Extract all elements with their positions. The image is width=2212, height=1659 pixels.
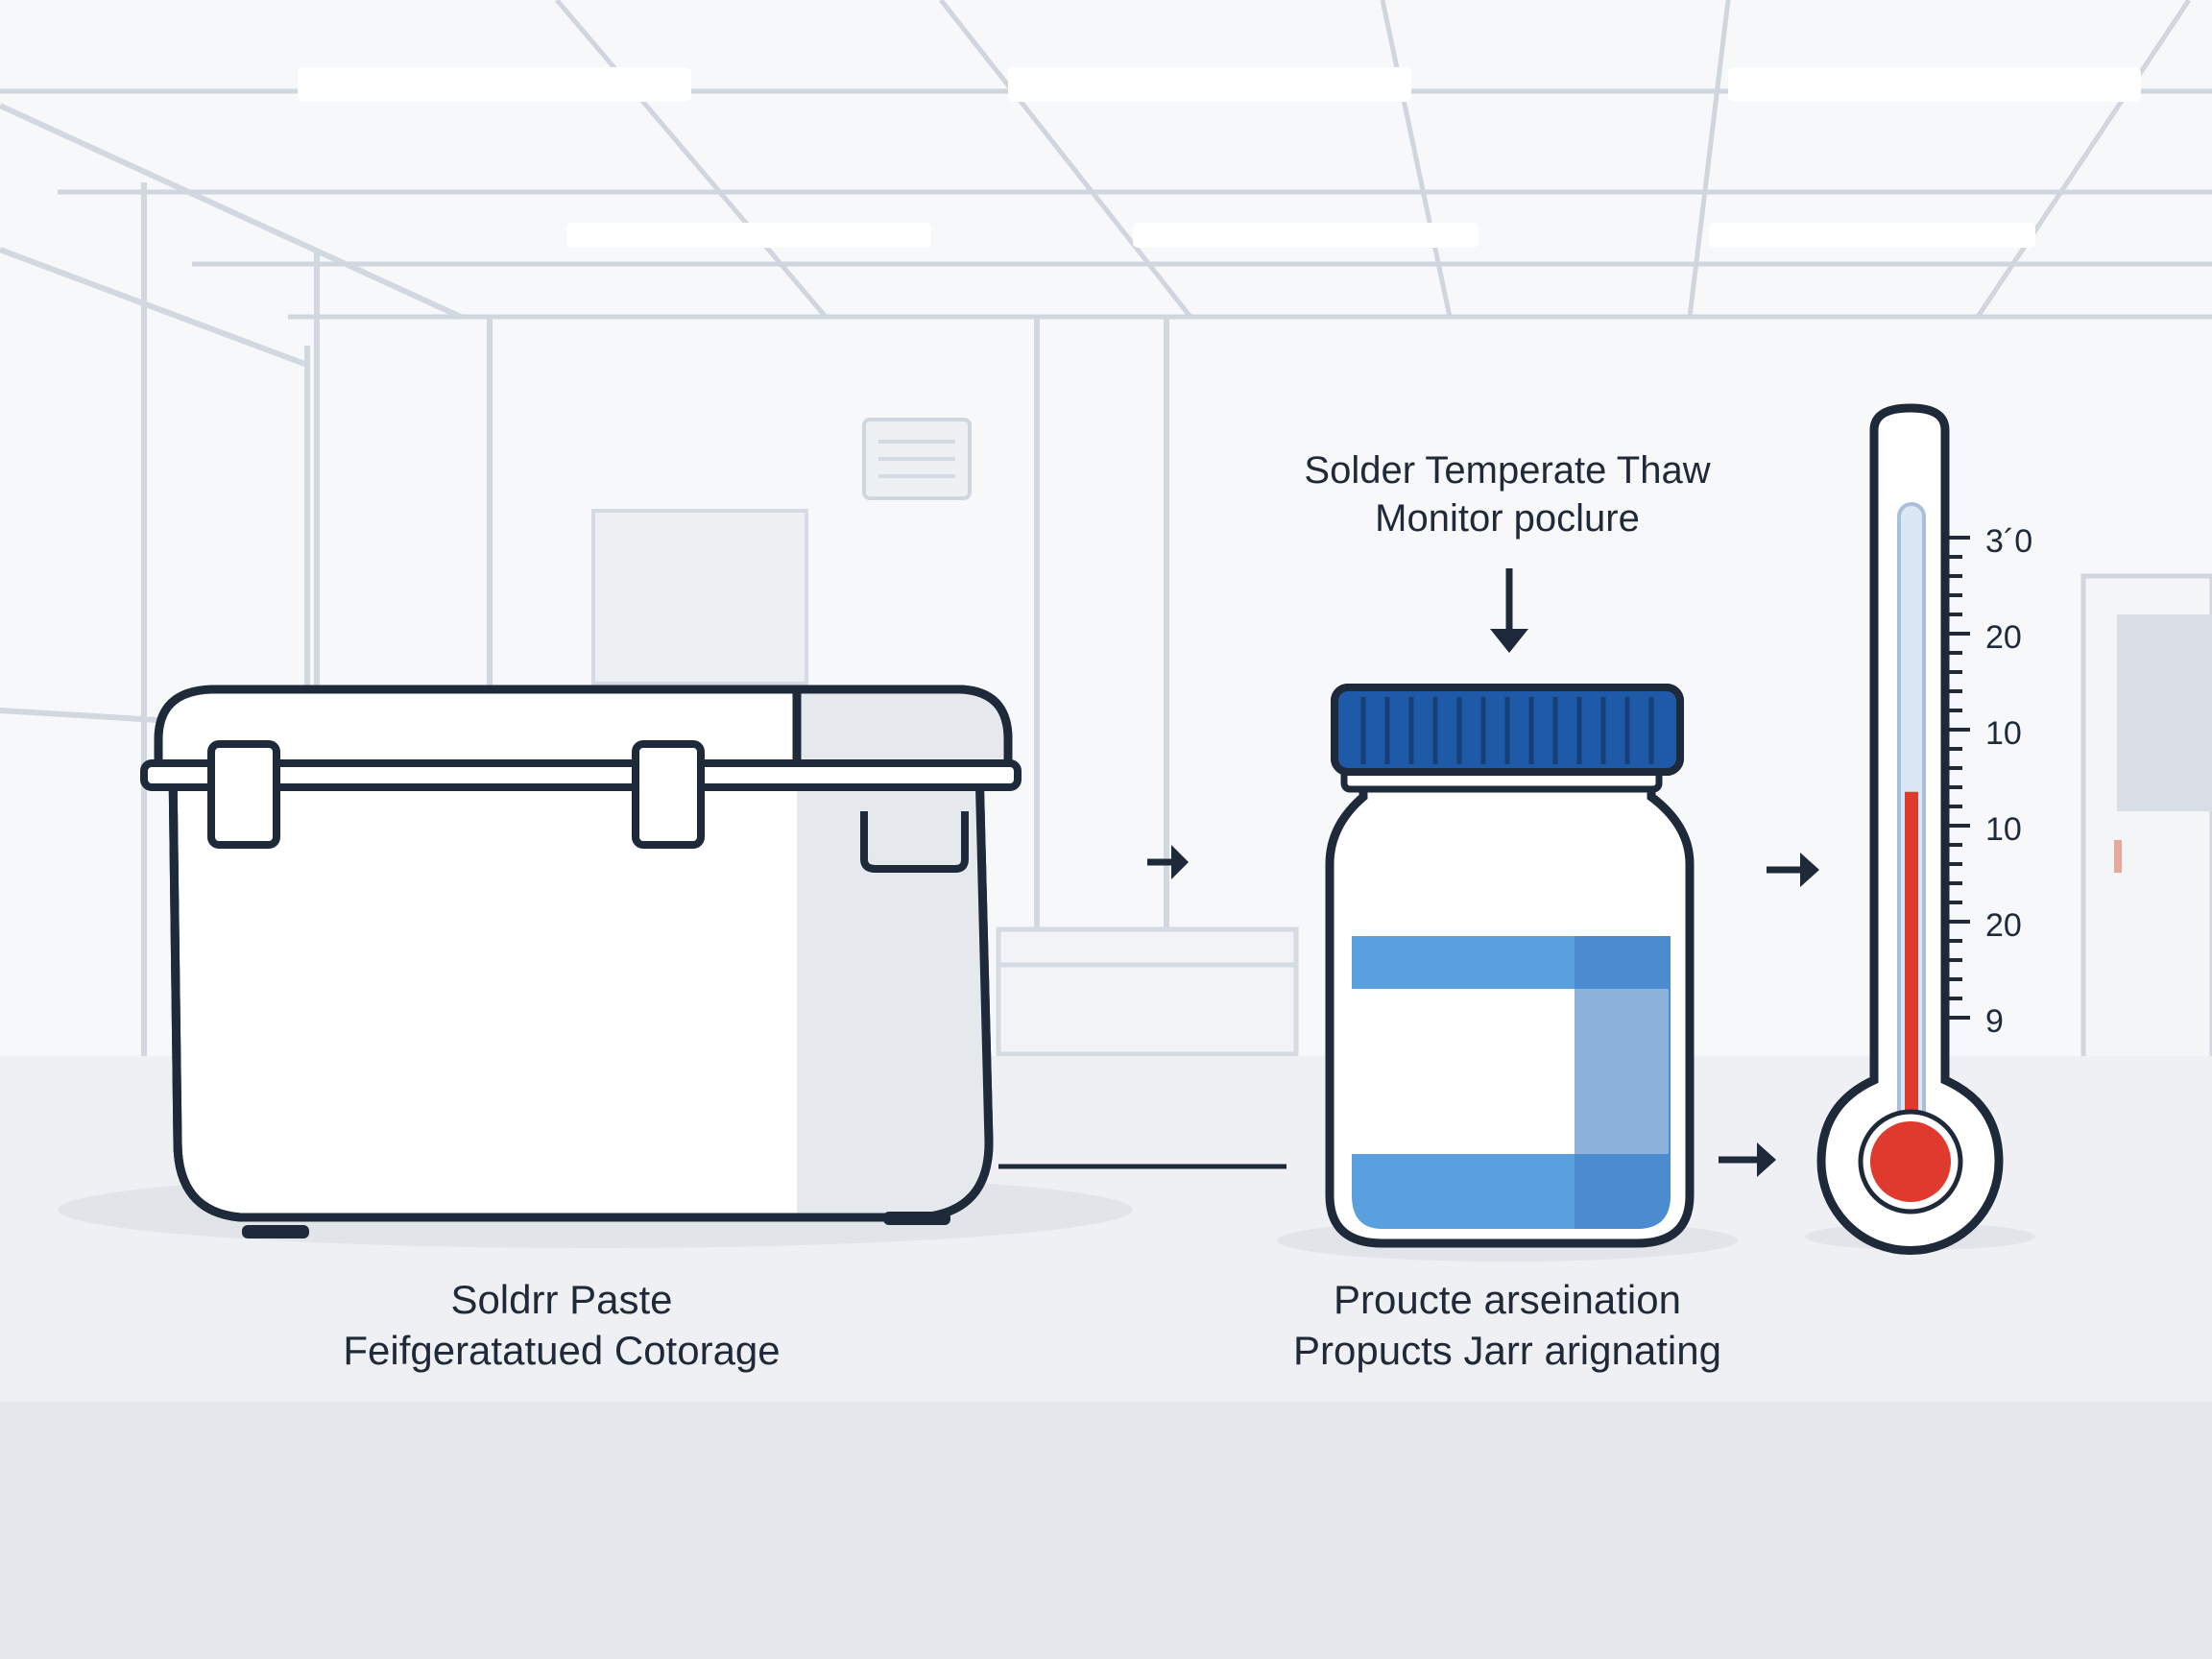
thermometer-tick-label: 9 — [1985, 1003, 2004, 1040]
thermometer-tick-label: 3´0 — [1985, 523, 2033, 560]
monitor-label: Solder Temperate Thaw Monitor poclure — [1248, 446, 1767, 542]
arrow-right-icon — [1719, 1142, 1776, 1177]
cabinet-handle — [2114, 840, 2122, 873]
jar-label-line2: Propucts Jarr arignating — [1293, 1327, 1721, 1373]
cabinet-panel — [2117, 614, 2212, 811]
cooler-label: Soldrr Paste Feifgeratatued Cotorage — [288, 1275, 835, 1376]
cooler-icon — [58, 685, 1286, 1248]
cooler-label-line1: Soldrr Paste — [450, 1277, 673, 1322]
arrow-right-icon — [1147, 845, 1189, 879]
thermometer-tick-label: 10 — [1985, 715, 2022, 752]
floor-foreground — [0, 1402, 2212, 1659]
lab-counter — [996, 926, 1299, 1057]
monitor-label-line1: Solder Temperate Thaw — [1304, 449, 1711, 492]
thermometer-tick-label: 20 — [1985, 619, 2022, 656]
jar-label: Proucte arseination Propucts Jarr arigna… — [1238, 1275, 1776, 1376]
arrow-down-icon — [1490, 568, 1528, 653]
ceiling-grid — [0, 0, 2212, 320]
jar-icon — [1277, 684, 1738, 1262]
jar-label-line1: Proucte arseination — [1334, 1277, 1681, 1322]
wall-panel — [591, 509, 808, 685]
thermometer-tick-label: 20 — [1985, 907, 2022, 944]
vent-slats — [878, 440, 955, 478]
thermometer-tick-label: 10 — [1985, 811, 2022, 848]
ceiling-lights — [298, 67, 2141, 248]
thermometer-icon — [1805, 403, 2035, 1255]
arrow-right-icon — [1767, 853, 1819, 887]
cooler-label-line2: Feifgeratatued Cotorage — [343, 1327, 781, 1373]
thermometer-mercury — [1905, 791, 1918, 1157]
monitor-label-line2: Monitor poclure — [1375, 497, 1640, 540]
